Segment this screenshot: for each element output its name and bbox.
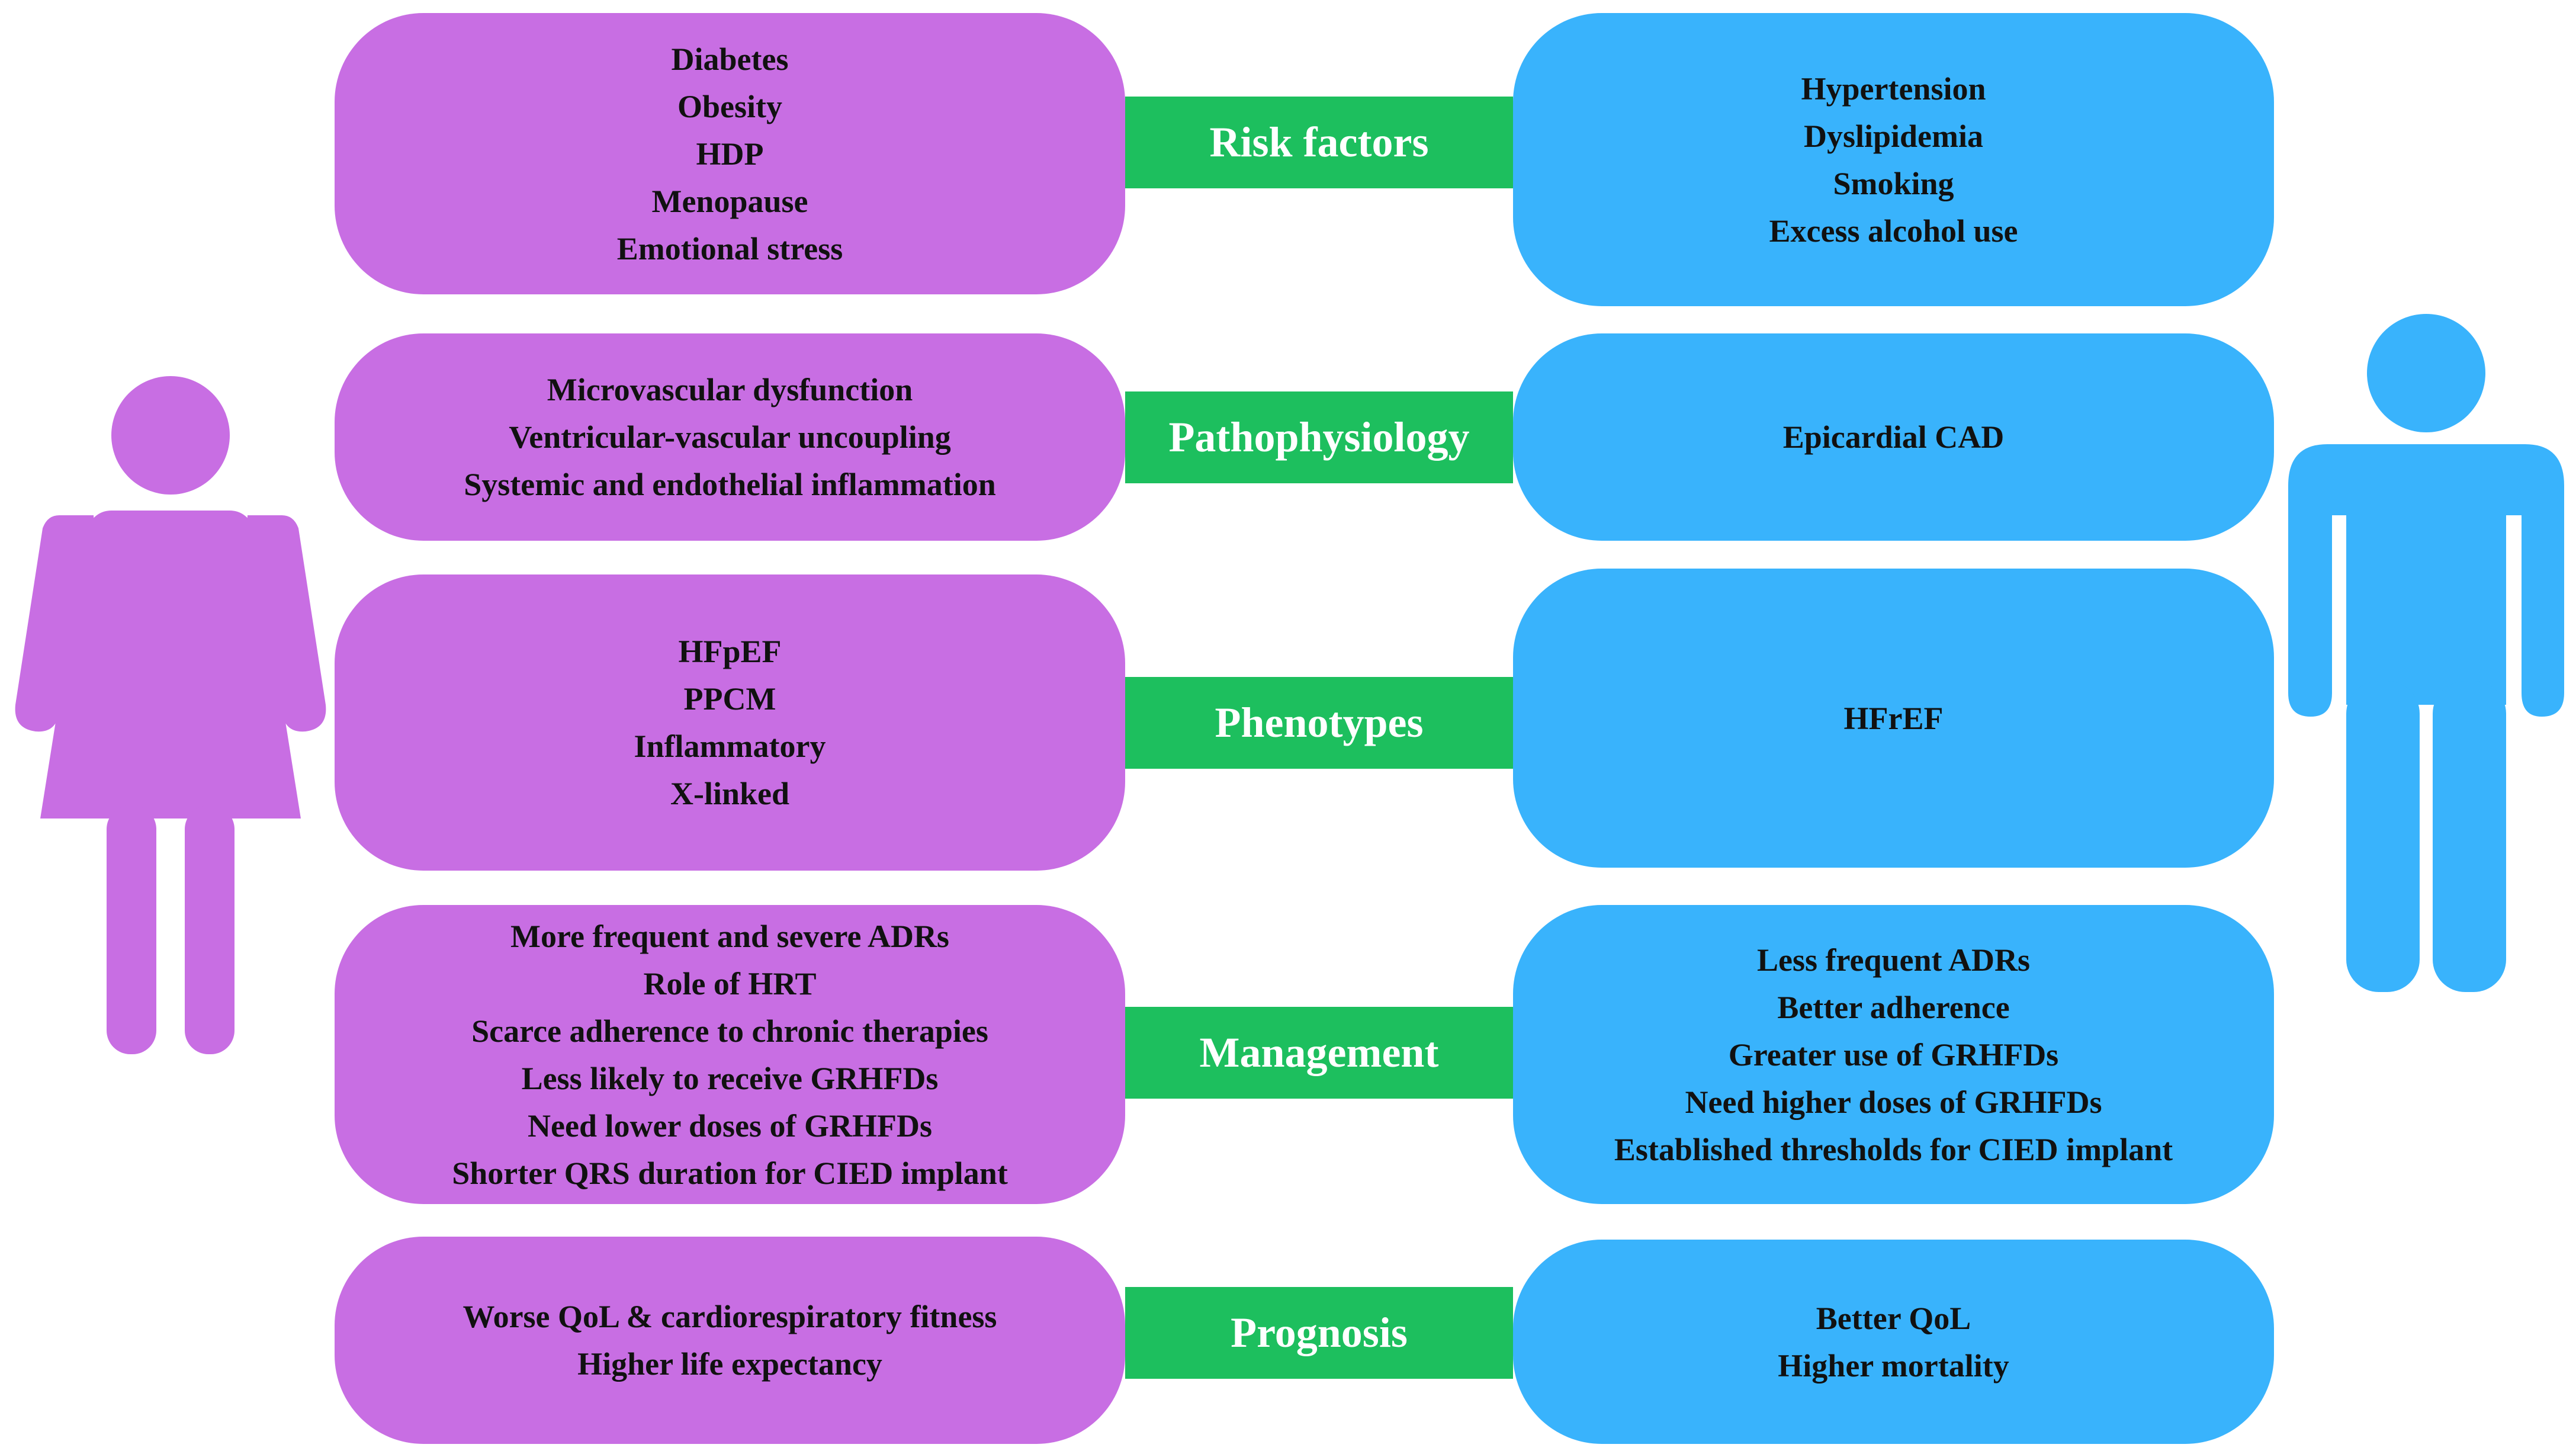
box-line: Less frequent ADRs (1756, 942, 2031, 978)
category-management: Management (1125, 1007, 1513, 1099)
box-line: HDP (696, 136, 764, 172)
box-line: Worse QoL & cardiorespiratory fitness (462, 1299, 997, 1334)
box-line: Greater use of GRHFDs (1728, 1036, 2059, 1073)
box-line: Shorter QRS duration for CIED implant (452, 1155, 1008, 1191)
female-figure-icon (15, 376, 326, 1054)
category-pathophysiology: Pathophysiology (1125, 391, 1513, 483)
box-line: Need lower doses of GRHFDs (528, 1108, 932, 1144)
box-line: Inflammatory (634, 728, 826, 764)
male-prognosis-box: Better QoL Higher mortality (1513, 1240, 2274, 1444)
box-line: Need higher doses of GRHFDs (1685, 1084, 2102, 1120)
male-figure-icon (2288, 314, 2564, 992)
box-line: Better adherence (1777, 989, 2010, 1025)
box-line: Higher mortality (1778, 1347, 2009, 1384)
female-prognosis-box: Worse QoL & cardiorespiratory fitness Hi… (335, 1237, 1125, 1444)
box-line: Menopause (651, 183, 808, 219)
category-phenotypes: Phenotypes (1125, 677, 1513, 769)
box-line: Diabetes (671, 41, 789, 77)
box-line: X-linked (670, 776, 790, 811)
female-risk-factors-box: Diabetes Obesity HDP Menopause Emotional… (335, 13, 1125, 294)
box-line: Systemic and endothelial inflammation (464, 467, 996, 502)
female-management-box: More frequent and severe ADRs Role of HR… (335, 905, 1125, 1204)
female-pathophysiology-box: Microvascular dysfunction Ventricular-va… (335, 333, 1125, 541)
box-line: Hypertension (1801, 70, 1986, 107)
box-line: Smoking (1833, 165, 1954, 201)
box-line: Better QoL (1816, 1300, 1971, 1336)
box-line: Dyslipidemia (1803, 118, 1984, 154)
box-line: Higher life expectancy (577, 1346, 882, 1382)
box-line: Microvascular dysfunction (547, 372, 913, 407)
box-line: Epicardial CAD (1782, 419, 2005, 455)
box-line: Scarce adherence to chronic therapies (471, 1013, 988, 1049)
box-line: More frequent and severe ADRs (510, 918, 949, 954)
box-line: Emotional stress (616, 230, 843, 267)
female-phenotypes-box: HFpEF PPCM Inflammatory X-linked (335, 574, 1125, 871)
box-line: Less likely to receive GRHFDs (521, 1060, 939, 1096)
category-prognosis: Prognosis (1125, 1287, 1513, 1379)
category-risk-factors: Risk factors (1125, 97, 1513, 188)
box-line: Role of HRT (643, 965, 817, 1002)
box-line: HFrEF (1843, 700, 1944, 736)
box-line: Excess alcohol use (1769, 213, 2018, 249)
male-pathophysiology-box: Epicardial CAD (1513, 333, 2274, 541)
box-line: HFpEF (678, 634, 782, 669)
male-management-box: Less frequent ADRs Better adherence Grea… (1513, 905, 2274, 1204)
box-line: Obesity (677, 88, 782, 124)
box-line: Ventricular-vascular uncoupling (509, 419, 951, 455)
male-phenotypes-box: HFrEF (1513, 569, 2274, 868)
box-line: Established thresholds for CIED implant (1614, 1131, 2173, 1167)
box-line: PPCM (683, 681, 776, 717)
male-risk-factors-box: Hypertension Dyslipidemia Smoking Excess… (1513, 13, 2274, 306)
